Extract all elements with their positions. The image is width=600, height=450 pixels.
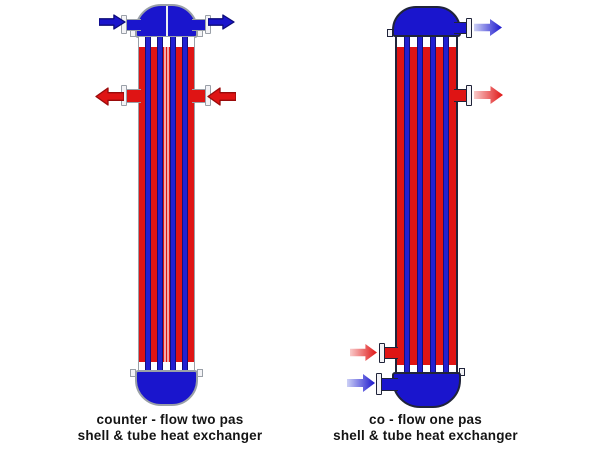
tube [429,37,437,372]
tube-outlet-arrow-icon [474,18,503,37]
tube-outlet-arrow-icon [207,14,235,30]
shell-outlet-arrow-icon [474,85,504,105]
tube [157,37,164,371]
top-head [392,6,461,37]
tube-inlet-nozzle [127,19,141,31]
tube [403,37,411,372]
shell-inlet-arrow-icon [350,343,378,362]
caption-line-2: shell & tube heat exchanger [333,428,518,443]
bottom-head [135,370,198,406]
caption-line-2: shell & tube heat exchanger [77,428,263,443]
pass-divider-line [164,47,169,362]
tube [145,37,152,371]
shell-outlet-nozzle [454,89,468,102]
shell-and-tube-bundle [138,37,195,371]
tube-outlet-nozzle [454,22,468,34]
tube-inlet-nozzle [381,378,398,391]
nozzle-flange [466,18,472,38]
shell-inlet-arrow-icon [207,87,237,106]
shell-outlet-nozzle [127,89,141,103]
tube [181,37,188,371]
tube-inlet-arrow-icon [347,373,376,393]
caption-counter-flow: counter - flow two pas shell & tube heat… [70,412,270,444]
tube [442,37,450,372]
tube-outlet-nozzle [192,19,206,31]
shell-and-tube-bundle [395,37,458,372]
nozzle-flange [466,85,472,106]
nozzle-flange [376,373,382,395]
caption-line-1: co - flow one pas [369,412,482,427]
shell-outlet-arrow-icon [95,87,125,106]
pass-partition-plate [165,6,168,36]
shell-inlet-nozzle [384,347,398,359]
shell-inlet-nozzle [192,89,206,103]
caption-line-1: counter - flow two pas [96,412,244,427]
caption-co-flow: co - flow one pas shell & tube heat exch… [328,412,523,444]
nozzle-flange [379,343,385,363]
tube-inlet-arrow-icon [98,14,126,30]
top-head [135,4,198,38]
tube [416,37,424,372]
bottom-head [392,372,461,408]
tube [169,37,176,371]
